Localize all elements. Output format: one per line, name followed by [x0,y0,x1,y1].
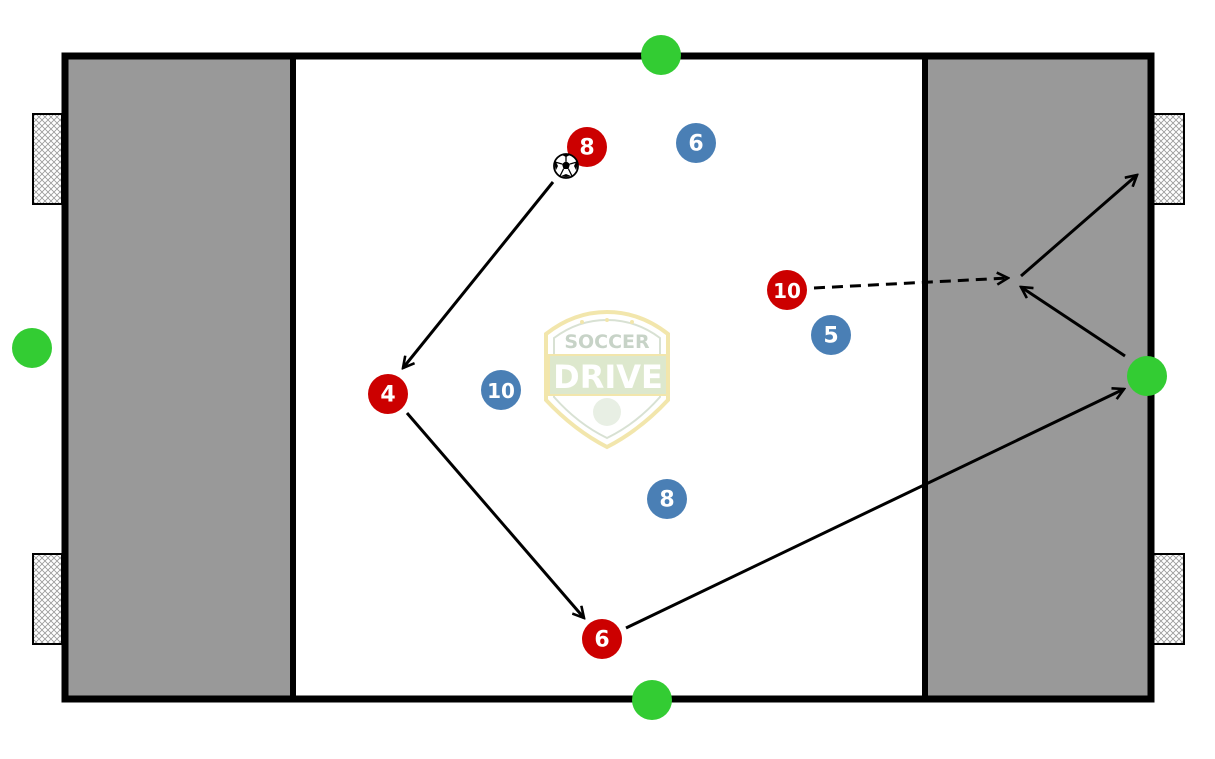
end-zone-left [65,56,293,699]
goal-top-left [32,113,63,205]
blue-player-6: 6 [676,123,716,163]
red-player-10: 10 [767,270,807,310]
blue-player-number: 6 [688,132,703,157]
red-player-number: 10 [773,279,801,303]
soccer-drive-logo: SOCCER DRIVE [544,309,670,450]
logo-main-text: DRIVE [553,358,663,396]
blue-player-8: 8 [647,479,687,519]
neutral-player-left [12,328,52,368]
neutral-player-right [1127,356,1167,396]
blue-player-number: 8 [659,488,674,513]
logo-top-text: SOCCER [564,331,650,353]
red-player-number: 6 [594,628,609,653]
end-zone-right [925,56,1151,699]
red-player-number: 4 [380,383,395,408]
red-player-4: 4 [368,374,408,414]
blue-player-10: 10 [481,370,521,410]
shot-arrow-to-goal [1020,175,1137,278]
pass-arrow-4-to-6 [405,412,584,618]
pass-arrow-8-to-4 [403,181,555,368]
goal-bottom-left [32,553,63,645]
blue-player-number: 5 [823,324,838,349]
soccer-ball-icon [553,153,579,179]
neutral-player-bottom [632,680,672,720]
red-player-8: 8 [567,127,607,167]
blue-player-number: 10 [487,379,515,403]
pass-arrow-neutral-to-zone [1021,287,1126,358]
red-player-number: 8 [579,136,594,161]
run-arrow-10 [813,278,1008,290]
red-player-6: 6 [582,619,622,659]
pass-arrow-6-to-neutral [625,389,1124,630]
goal-top-right [1152,113,1185,205]
neutral-player-top [641,35,681,75]
blue-player-5: 5 [811,315,851,355]
goal-bottom-right [1152,553,1185,645]
